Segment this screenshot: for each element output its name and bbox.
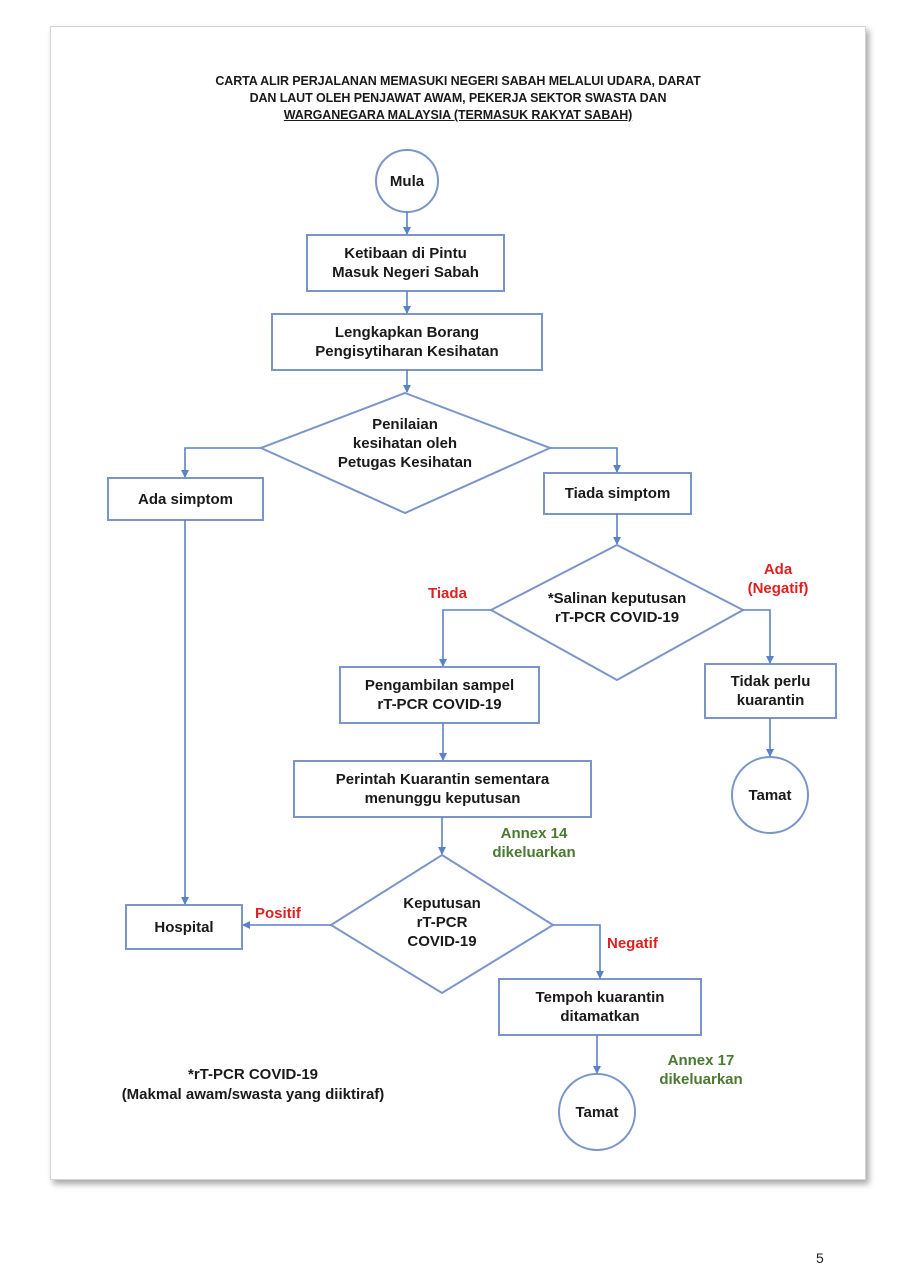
connector-copy-sample [439, 609, 491, 667]
assessment-diamond: Penilaian kesihatan oleh Petugas Kesihat… [305, 403, 505, 483]
arrival-box-line-1: Ketibaan di Pintu [344, 245, 467, 262]
end-node-2-label: Tamat [575, 1103, 619, 1121]
footnote: *rT-PCR COVID-19 (Makmal awam/swasta yan… [103, 1065, 403, 1105]
footnote-line-2: (Makmal awam/swasta yang diiktiraf) [121, 1086, 385, 1103]
connector-result-end-quarantine [553, 924, 604, 979]
start-node: Mula [376, 167, 438, 195]
annex-14-line-1: Annex 14 [500, 825, 568, 842]
end-node-1: Tamat [732, 781, 808, 809]
no-quarantine-line-2: kuarantin [736, 692, 805, 709]
form-box-line-2: Pengisytiharan Kesihatan [315, 343, 499, 360]
sample-box-shape [339, 666, 540, 724]
copy-diamond-line-2: rT-PCR COVID-19 [554, 609, 680, 626]
end-quarantine-box: Tempoh kuarantin ditamatkan [499, 979, 701, 1035]
copy-diamond-shape [488, 543, 746, 682]
arrival-box: Ketibaan di Pintu Masuk Negeri Sabah [307, 235, 504, 291]
page-number: 5 [816, 1250, 824, 1266]
annex-14-line-2: dikeluarkan [492, 844, 576, 861]
annex-17-line-2: dikeluarkan [659, 1071, 743, 1088]
result-diamond-shape [329, 853, 555, 995]
arrival-box-shape [306, 234, 505, 292]
result-diamond-line-2: rT-PCR [416, 913, 468, 931]
symptom-box: Ada simptom [108, 478, 263, 520]
sample-box-line-1: Pengambilan sampel [364, 677, 515, 694]
title-line-3: WARGANEGARA MALAYSIA (TERMASUK RAKYAT SA… [283, 108, 633, 122]
start-node-label: Mula [389, 172, 425, 190]
document-page: CARTA ALIR PERJALANAN MEMASUKI NEGERI SA… [50, 26, 866, 1180]
flowchart-shapes [107, 149, 837, 1151]
annex-17-line-1: Annex 17 [667, 1052, 735, 1069]
end-quarantine-line-1: Tempoh kuarantin [535, 989, 665, 1006]
connector-copy-no-quarantine [743, 609, 774, 664]
order-box: Perintah Kuarantin sementara menunggu ke… [294, 761, 591, 817]
no-quarantine-box: Tidak perlu kuarantin [705, 664, 836, 718]
sample-box-line-2: rT-PCR COVID-19 [377, 696, 502, 713]
assessment-line-2: kesihatan oleh [352, 434, 458, 452]
branch-label-ada-line-2: (Negatif) [747, 580, 809, 597]
annex-14-label: Annex 14 dikeluarkan [479, 824, 589, 862]
no-symptom-box-label: Tiada simptom [564, 485, 671, 502]
branch-label-tiada: Tiada [428, 585, 467, 602]
connector-assessment-no-symptom [550, 447, 621, 473]
result-diamond-line-3: COVID-19 [407, 932, 477, 950]
arrival-box-line-2: Masuk Negeri Sabah [332, 264, 479, 281]
end-quarantine-line-2: ditamatkan [560, 1008, 640, 1025]
title-line-1: CARTA ALIR PERJALANAN MEMASUKI NEGERI SA… [215, 74, 701, 88]
connector-assessment-symptom [181, 447, 261, 478]
branch-label-negatif: Negatif [607, 935, 658, 952]
no-quarantine-line-1: Tidak perlu [730, 673, 811, 690]
copy-diamond: *Salinan keputusan rT-PCR COVID-19 [517, 585, 717, 631]
end-node-2-shape [558, 1073, 636, 1151]
title-line-2: DAN LAUT OLEH PENJAWAT AWAM, PEKERJA SEK… [249, 91, 667, 105]
branch-label-ada: Ada (Negatif) [737, 560, 819, 598]
end-node-2: Tamat [559, 1098, 635, 1126]
branch-label-positif: Positif [255, 905, 301, 922]
end-node-1-label: Tamat [748, 786, 792, 804]
assessment-diamond-shape [258, 391, 553, 515]
branch-label-ada-line-1: Ada [763, 561, 793, 578]
annex-17-label: Annex 17 dikeluarkan [645, 1051, 757, 1089]
order-box-line-2: menunggu keputusan [364, 790, 521, 807]
end-quarantine-box-shape [498, 978, 702, 1036]
flowchart-title: CARTA ALIR PERJALANAN MEMASUKI NEGERI SA… [51, 73, 865, 124]
sample-box: Pengambilan sampel rT-PCR COVID-19 [340, 667, 539, 723]
form-box: Lengkapkan Borang Pengisytiharan Kesihat… [272, 314, 542, 370]
order-box-line-1: Perintah Kuarantin sementara [335, 771, 550, 788]
hospital-box: Hospital [126, 905, 242, 949]
no-symptom-box: Tiada simptom [544, 473, 691, 514]
assessment-line-1: Penilaian [372, 415, 438, 433]
footnote-line-1: *rT-PCR COVID-19 [187, 1066, 319, 1083]
symptom-box-label: Ada simptom [137, 490, 233, 508]
end-node-1-shape [731, 756, 809, 834]
form-box-line-1: Lengkapkan Borang [334, 324, 480, 341]
assessment-line-3: Petugas Kesihatan [337, 453, 473, 471]
result-diamond-line-1: Keputusan [403, 894, 481, 912]
hospital-box-label: Hospital [154, 918, 214, 936]
copy-diamond-line-1: *Salinan keputusan [547, 590, 687, 607]
result-diamond: Keputusan rT-PCR COVID-19 [372, 889, 512, 955]
